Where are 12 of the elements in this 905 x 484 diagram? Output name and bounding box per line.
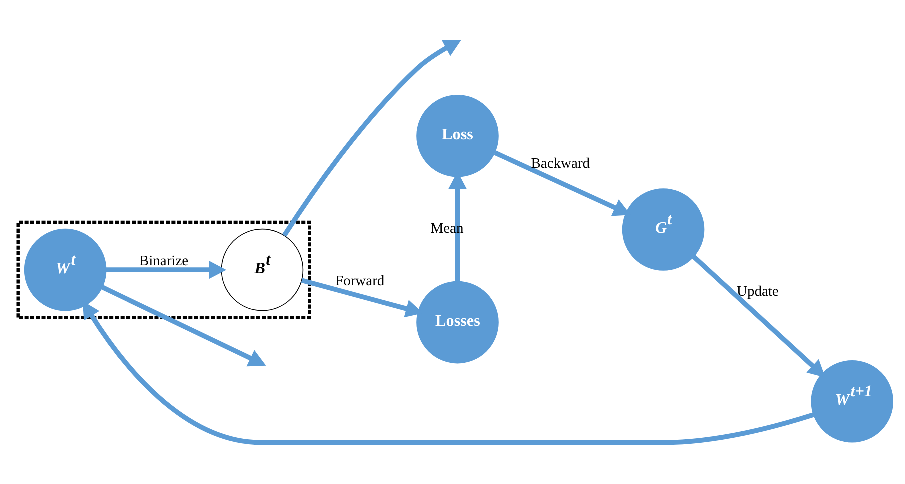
edge-label: Binarize bbox=[139, 253, 189, 270]
edge-label: Update bbox=[736, 284, 779, 300]
arrow bbox=[282, 40, 462, 237]
arrow bbox=[82, 300, 814, 445]
arrow bbox=[102, 284, 266, 366]
cluster bbox=[16, 220, 312, 319]
arrow bbox=[692, 254, 826, 378]
node-circle: Losses bbox=[416, 280, 499, 364]
arrow bbox=[106, 260, 227, 279]
edge-label: Forward bbox=[336, 273, 385, 290]
node-circle: Loss bbox=[416, 94, 499, 177]
edge-label: Backward bbox=[531, 155, 590, 172]
